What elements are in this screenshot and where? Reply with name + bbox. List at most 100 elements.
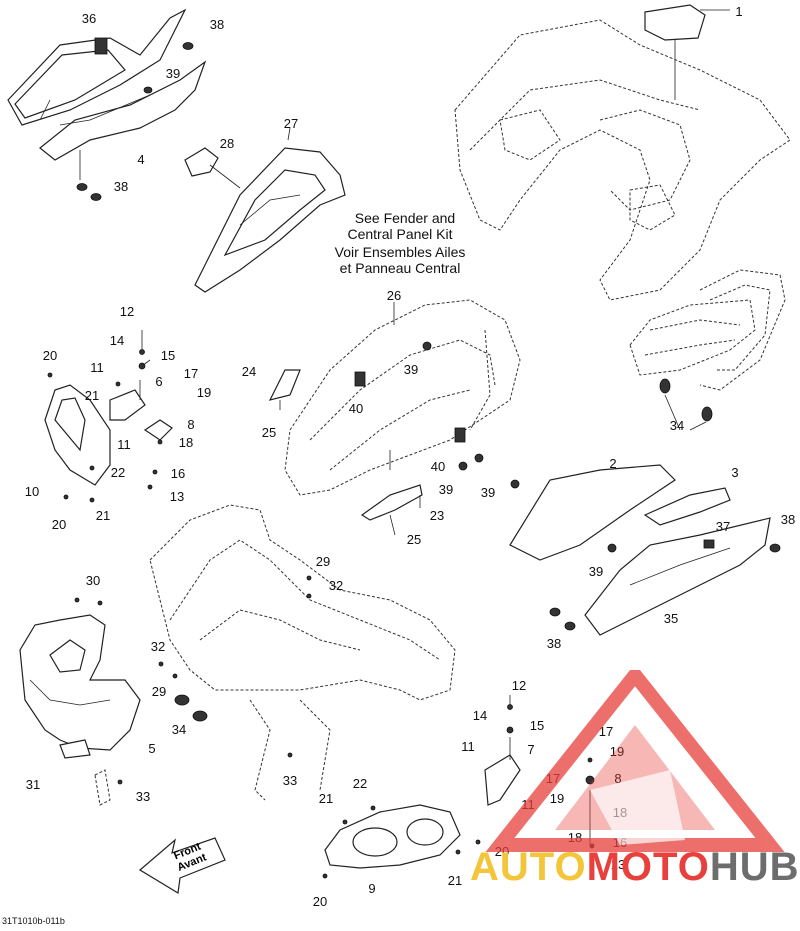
callout-32: 32 [151, 639, 165, 654]
part-23-grille [360, 484, 423, 536]
part-9-headlight [324, 804, 461, 869]
callout-21: 21 [85, 388, 99, 403]
figure-code: 31T1010b-011b [2, 916, 65, 926]
fastener-39a [143, 86, 153, 94]
fastener-34a [659, 378, 713, 422]
callout-23: 23 [430, 508, 444, 523]
callout-21: 21 [319, 791, 333, 806]
brand-hub: HUB [710, 845, 800, 889]
left-fasteners [47, 349, 163, 503]
callout-13: 13 [611, 857, 625, 872]
callout-38: 38 [210, 17, 224, 32]
callout-40: 40 [349, 401, 363, 416]
fastener-39e [607, 543, 617, 553]
right-fasteners [322, 704, 595, 879]
callout-30: 30 [86, 573, 100, 588]
note-line-4: et Panneau Central [340, 260, 461, 276]
callout-7: 7 [527, 742, 534, 757]
fastener-40a [354, 371, 366, 387]
fastener-38d [549, 607, 576, 631]
part-5-front-fascia [19, 614, 141, 759]
svg-text:AUTOMOTOHUB: AUTOMOTOHUB [470, 845, 800, 889]
callout-38: 38 [547, 636, 561, 651]
callout-35: 35 [664, 611, 678, 626]
fastener-39d [474, 453, 520, 489]
callout-15: 15 [530, 718, 544, 733]
callout-16: 16 [171, 466, 185, 481]
callout-26: 26 [387, 288, 401, 303]
callout-14: 14 [473, 708, 487, 723]
callout-40: 40 [431, 459, 445, 474]
callout-39: 39 [589, 564, 603, 579]
part-3-trim [643, 487, 731, 526]
part-37-clip [703, 539, 715, 549]
fastener-39b [422, 341, 432, 351]
callout-15: 15 [161, 348, 175, 363]
fastener-39c [458, 461, 468, 471]
callout-17: 17 [184, 366, 198, 381]
part-35-side-panel [584, 517, 771, 636]
callout-8: 8 [614, 771, 621, 786]
part-4-side-panel [39, 60, 207, 161]
callout-3: 3 [731, 465, 738, 480]
callout-12: 12 [512, 678, 526, 693]
callout-29: 29 [152, 684, 166, 699]
part-8-plate [143, 419, 173, 441]
callout-17: 17 [599, 724, 613, 739]
callout-28: 28 [220, 136, 234, 151]
callout-1: 1 [735, 4, 742, 19]
callout-39: 39 [439, 482, 453, 497]
front-direction-arrow [138, 837, 226, 894]
callout-39: 39 [481, 485, 495, 500]
note-line-3: Voir Ensembles Ailes [335, 244, 466, 260]
callout-21: 21 [96, 508, 110, 523]
watermark-triangle-logo [485, 670, 785, 852]
callout-25: 25 [262, 425, 276, 440]
callout-20: 20 [52, 517, 66, 532]
brand-moto: MOTO [587, 845, 710, 889]
callout-19: 19 [610, 744, 624, 759]
kit-note: See Fender and Central Panel Kit Voir En… [335, 210, 466, 276]
callout-36: 36 [82, 11, 96, 26]
callout-13: 13 [170, 489, 184, 504]
part-6-bracket [109, 389, 146, 421]
fastener-40b [454, 427, 466, 443]
part-2-panel [509, 464, 676, 561]
part-36-side-deflector [7, 8, 187, 126]
part-1-rear-fender [454, 4, 791, 301]
fastener-38a [182, 42, 194, 50]
part-28-clip [184, 147, 241, 189]
callout-11: 11 [461, 739, 475, 754]
callout-20: 20 [313, 894, 327, 909]
callout-25: 25 [407, 532, 421, 547]
callout-34: 34 [670, 418, 684, 433]
callout-2: 2 [609, 456, 616, 471]
callout-29: 29 [316, 554, 330, 569]
part-27-rear-cover [194, 127, 346, 293]
callout-11: 11 [117, 437, 131, 452]
callout-19: 19 [550, 791, 564, 806]
callout-8: 8 [187, 417, 194, 432]
fastener-38b [76, 183, 102, 201]
callout-4: 4 [137, 152, 144, 167]
note-line-1: See Fender and [355, 210, 455, 226]
callout-22: 22 [111, 465, 125, 480]
callout-24: 24 [242, 364, 256, 379]
fastener-34b [174, 694, 208, 722]
watermark-text: AUTOMOTOHUB [470, 845, 800, 889]
callout-38: 38 [114, 179, 128, 194]
note-line-2: Central Panel Kit [347, 226, 452, 242]
callout-37: 37 [716, 519, 730, 534]
fastener-38c [769, 543, 781, 553]
part-33-bracket-left [94, 769, 123, 806]
front-bolts [158, 575, 312, 758]
callout-5: 5 [148, 741, 155, 756]
callout-11: 11 [90, 360, 104, 375]
automotohub-watermark: AUTOMOTOHUB [470, 670, 800, 889]
callout-22: 22 [353, 776, 367, 791]
callout-14: 14 [110, 333, 124, 348]
callout-33: 33 [136, 789, 150, 804]
part-24-vent [268, 369, 301, 410]
callout-33: 33 [283, 773, 297, 788]
